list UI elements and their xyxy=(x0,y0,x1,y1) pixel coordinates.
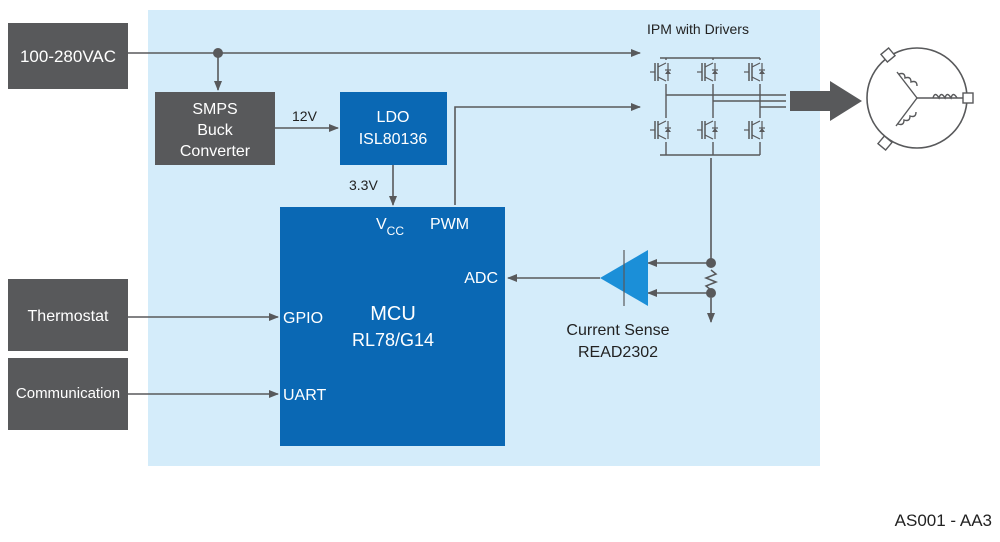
uart-pin-label: UART xyxy=(283,387,326,404)
output-arrow xyxy=(790,81,862,121)
smps-label-line2: Buck xyxy=(197,122,234,139)
ac-input-label: 100-280VAC xyxy=(20,47,116,66)
motor-icon xyxy=(866,46,974,152)
ldo-label-line2: ISL80136 xyxy=(359,131,428,148)
vcc-pin-label: VCC xyxy=(376,216,404,238)
junction-dot xyxy=(706,258,716,268)
smps-label-line3: Converter xyxy=(180,143,251,160)
current-sense-amp xyxy=(600,250,648,306)
mcu-label-line1: MCU xyxy=(370,303,416,325)
ac-input-block: 100-280VAC xyxy=(8,23,128,89)
figure-id: AS001 - AA3 xyxy=(895,511,992,530)
mcu-label-line2: RL78/G14 xyxy=(352,330,434,350)
thermostat-block: Thermostat xyxy=(8,279,128,351)
mcu-block: MCU RL78/G14 VCC PWM ADC GPIO UART xyxy=(280,207,505,446)
current-sense-label-line1: Current Sense xyxy=(566,322,669,339)
thermostat-label: Thermostat xyxy=(28,308,109,325)
junction-dot xyxy=(706,288,716,298)
adc-pin-label: ADC xyxy=(464,270,498,287)
ipm-transistors xyxy=(648,60,772,142)
junction-dot xyxy=(213,48,223,58)
smps-block: SMPS Buck Converter xyxy=(155,92,275,165)
current-sense-label-line2: READ2302 xyxy=(578,344,658,361)
communication-label: Communication xyxy=(16,385,120,402)
communication-block: Communication xyxy=(8,358,128,430)
ldo-block: LDO ISL80136 xyxy=(340,92,447,165)
label-12v: 12V xyxy=(292,108,318,124)
ipm-label: IPM with Drivers xyxy=(647,21,749,37)
gpio-pin-label: GPIO xyxy=(283,310,323,327)
smps-label-line1: SMPS xyxy=(192,101,237,118)
pwm-pin-label: PWM xyxy=(430,216,469,233)
ldo-label-line1: LDO xyxy=(377,109,410,126)
label-3v3: 3.3V xyxy=(349,177,378,193)
